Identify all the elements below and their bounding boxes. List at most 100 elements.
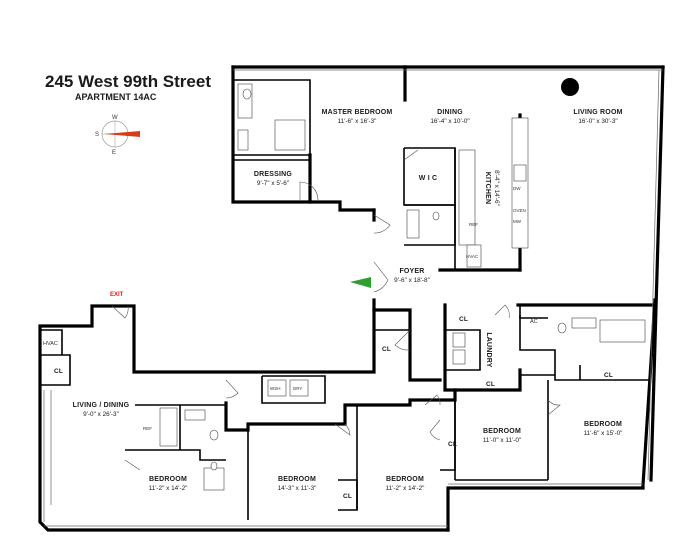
master-bedroom-dims: 11'-6" x 16'-3" [338, 118, 377, 125]
dry-label: DRY [293, 386, 302, 391]
compass-label-e: E [112, 150, 116, 156]
living-room-name: LIVING ROOM [573, 109, 622, 116]
living-room-dims: 16'-0" x 30'-3" [578, 118, 617, 125]
compass-arrow-icon [104, 131, 140, 137]
living-dining-dims: 9'-0" x 26'-3" [83, 411, 119, 418]
living-dining-name: LIVING / DINING [73, 402, 130, 409]
bed1-bath-shower [203, 467, 225, 491]
bedroom-3-name: BEDROOM [386, 476, 424, 483]
compass-label-s: S [95, 132, 99, 138]
wall-bed1-top [125, 449, 226, 461]
kitchen-bath-toilet [432, 211, 440, 221]
wall-ac-bath [519, 315, 650, 381]
kitchen-dims: 8'-4" x 14'-6" [493, 170, 500, 206]
exit-label: EXIT [110, 292, 124, 298]
bedroom-1-dims: 11'-2" x 14'-2" [149, 485, 188, 492]
master-toilet [242, 88, 252, 100]
door-cl-foyer [394, 329, 411, 351]
oven-label: OVEN [513, 208, 526, 213]
laundry-name: LAUNDRY [485, 332, 492, 367]
compass: W S E [95, 115, 140, 156]
dw-label: DW [513, 186, 521, 191]
door-bed2 [334, 423, 351, 436]
master-vanity [237, 129, 249, 151]
wall-hall-south [224, 388, 457, 432]
foyer-name: FOYER [399, 268, 424, 275]
structural-column [561, 78, 579, 96]
lower-bath-vanity [184, 409, 206, 421]
doors [111, 149, 561, 471]
wall-hvac-left [40, 329, 63, 355]
wall-bed4-top [455, 374, 555, 391]
ac-label: AC [530, 319, 538, 325]
bedroom-4-dims: 11'-0" x 11'-0" [483, 437, 521, 444]
wall-master-bath [233, 79, 311, 156]
door-laundry [494, 304, 510, 319]
windows [43, 69, 663, 527]
lower-bath-toilet [209, 429, 219, 441]
mw-label: MW [513, 219, 522, 224]
master-shower [274, 119, 306, 151]
foyer-dims: 9'-6" x 18'-8" [394, 277, 430, 284]
wsh-label: WSH [270, 386, 281, 391]
lower-bath-tub [159, 407, 178, 447]
wall-north-master [231, 65, 376, 212]
washer [267, 379, 287, 397]
bedroom-5-name: BEDROOM [584, 421, 622, 428]
wall-cl-bed4 [440, 399, 456, 471]
hvac-label-kitchen: HVAC [466, 254, 479, 259]
cl-label-bed3: CL [343, 493, 352, 500]
address-title: 245 West 99th Street [45, 72, 211, 91]
cl-label-bed5: CL [604, 372, 613, 379]
wall-ac-box [519, 305, 548, 319]
bedroom-5-dims: 11'-6" x 15'-0" [584, 430, 623, 437]
bath5-tub [599, 319, 646, 343]
kitchen-sink [513, 164, 527, 182]
kitchen-name: KITCHEN [484, 172, 491, 205]
door-bed5 [547, 399, 561, 416]
bath5-toilet [557, 322, 567, 334]
door-bed4 [429, 419, 441, 441]
wall-cl-bed3 [338, 479, 358, 511]
wall-south-right [446, 486, 645, 532]
bedroom-3-dims: 11'-2" x 14'-2" [386, 485, 425, 492]
dryer [289, 379, 309, 397]
ref-label-lower: REF [143, 426, 152, 431]
kitchen-island [511, 117, 529, 249]
door-bed3 [424, 394, 441, 406]
dining-dims: 16'-4" x 10'-0" [430, 118, 469, 125]
kitchen-bath-tub [406, 209, 420, 239]
door-exit [111, 305, 129, 319]
bath5-vanity [571, 317, 597, 329]
master-tub [237, 83, 253, 119]
fixtures [159, 83, 646, 491]
bedroom-4-name: BEDROOM [483, 428, 521, 435]
door-entry [373, 261, 389, 293]
wall-east-living [649, 65, 665, 482]
master-bedroom-name: MASTER BEDROOM [322, 109, 393, 116]
cl-label-bed4: CL [486, 381, 495, 388]
cl-label-left: CL [54, 368, 63, 375]
wall-east-living-bottom [641, 298, 657, 487]
bed1-bath-toilet [210, 461, 218, 471]
wall-foyer-south [372, 308, 442, 382]
ref-unit [466, 244, 482, 268]
cl-label-foyer: CL [382, 346, 391, 353]
door-wic [403, 149, 419, 161]
dressing-name: DRESSING [254, 171, 293, 178]
dressing-dims: 9'-7" x 5'-6" [257, 180, 289, 187]
wall-cl-left [40, 354, 71, 386]
interior-walls [40, 79, 650, 520]
dining-name: DINING [437, 109, 463, 116]
cl-label-laundry: CL [459, 316, 468, 323]
ref-label: REF [469, 222, 478, 227]
hvac-label-left: HVAC [43, 341, 58, 347]
door-foyer-master [373, 214, 391, 234]
wall-wd-closet [261, 375, 326, 404]
bedroom-2-name: BEDROOM [278, 476, 316, 483]
laundry-unit-bottom [452, 349, 466, 365]
cl-label-hall: CL [448, 441, 457, 448]
door-master [299, 181, 319, 201]
